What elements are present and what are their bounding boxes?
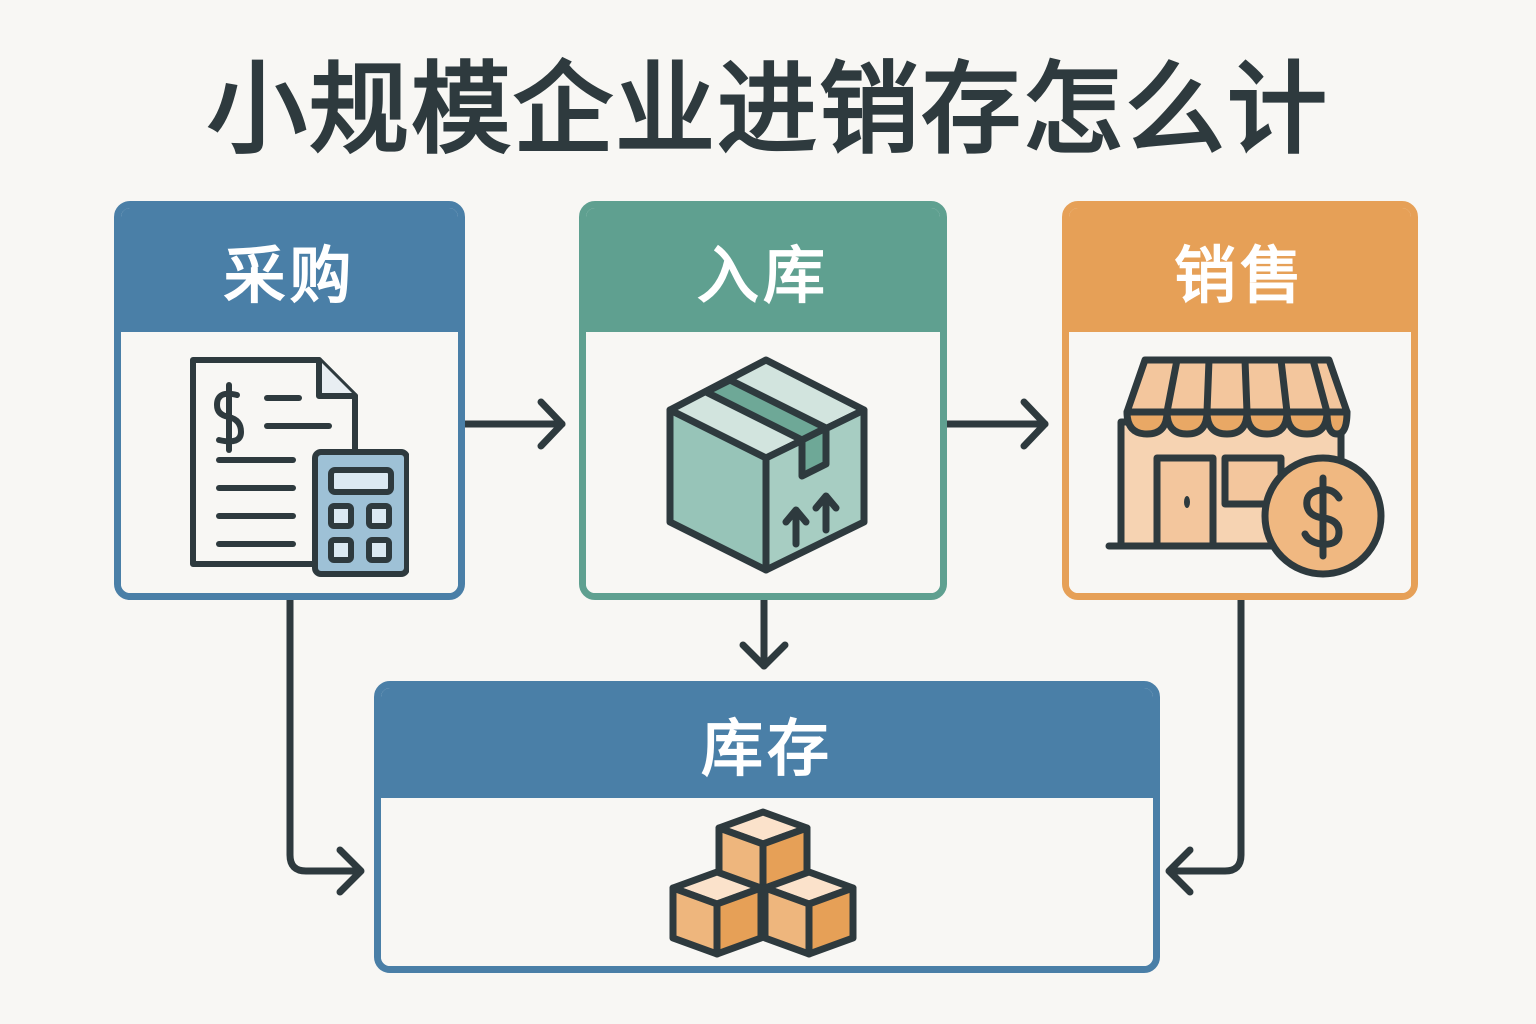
storefront-dollar-icon: [1105, 356, 1385, 578]
node-inbound-header: 入库: [586, 208, 940, 332]
node-sales-label: 销售: [1173, 239, 1306, 312]
arrow-purchase-to-stock: [286, 596, 365, 896]
node-purchase-header: 采购: [121, 208, 458, 332]
package-box-icon: [666, 356, 868, 574]
arrow-inbound-to-stock: [739, 596, 789, 670]
invoice-calculator-icon: [190, 357, 409, 577]
node-sales-header: 销售: [1069, 208, 1411, 332]
stacked-boxes-icon: [669, 808, 857, 958]
node-stock-header: 库存: [381, 688, 1153, 798]
node-purchase-label: 采购: [223, 239, 356, 312]
node-inbound-label: 入库: [696, 239, 829, 312]
node-stock: 库存: [374, 681, 1160, 973]
node-inbound: 入库: [579, 201, 947, 600]
node-sales: 销售: [1062, 201, 1418, 600]
arrow-inbound-to-sales: [943, 398, 1049, 450]
arrow-purchase-to-inbound: [461, 398, 566, 450]
node-stock-label: 库存: [700, 712, 833, 785]
page-title: 小规模企业进销存怎么计: [207, 51, 1329, 168]
arrow-sales-to-stock: [1165, 596, 1245, 896]
node-purchase: 采购: [114, 201, 465, 600]
